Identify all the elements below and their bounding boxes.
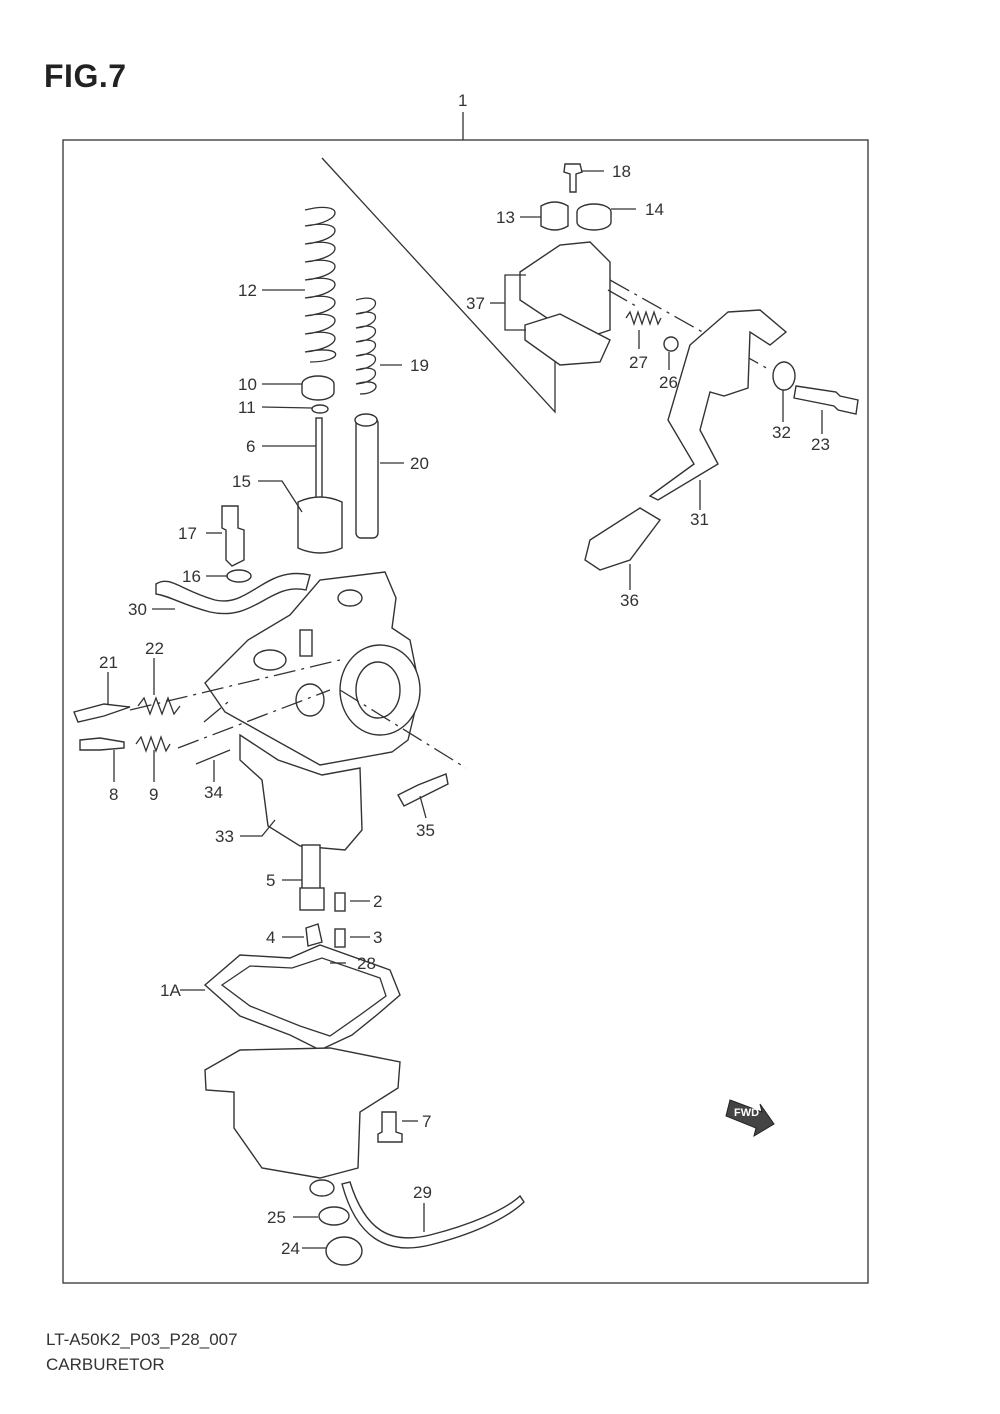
lever-bolt	[793, 385, 859, 415]
lever-collar	[540, 201, 569, 231]
lever-bushing	[772, 361, 796, 391]
callout-4: 4	[266, 928, 275, 947]
callout-22: 22	[145, 639, 164, 658]
callout-2: 2	[373, 892, 382, 911]
vent-hose	[155, 572, 311, 615]
forward-arrow-badge: FWD	[725, 1099, 775, 1138]
throttle-stop-screw	[79, 737, 125, 751]
spring-seat-base	[301, 384, 335, 401]
throttle-lever-bracket	[519, 241, 611, 341]
callout-34: 34	[204, 783, 223, 802]
callout-25: 25	[267, 1208, 286, 1227]
callout-3: 3	[373, 928, 382, 947]
carburetor-body	[204, 571, 421, 851]
callout-26: 26	[659, 373, 678, 392]
group-bracket-line	[321, 157, 556, 414]
bracket-gasket	[524, 313, 611, 366]
lever-spring	[625, 309, 662, 327]
callout-36: 36	[620, 591, 639, 610]
needle-jet	[301, 844, 321, 891]
float-chamber-gasket	[203, 944, 401, 1051]
callout-6: 6	[246, 437, 255, 456]
assembly-frame	[62, 139, 869, 1284]
fitting-washer	[226, 569, 252, 583]
callout-14: 14	[645, 200, 664, 219]
callout-18: 18	[612, 162, 631, 181]
callout-11: 11	[238, 398, 256, 417]
drain-plug	[325, 1236, 363, 1266]
pilot-screw-spring	[137, 696, 181, 716]
float-pin	[195, 749, 231, 765]
throttle-stop-spring	[135, 735, 171, 753]
pilot-jet	[334, 892, 346, 912]
callout-10: 10	[238, 375, 257, 394]
callout-12: 12	[238, 281, 257, 300]
throttle-valve	[297, 496, 343, 554]
float-chamber	[204, 1047, 401, 1179]
chamber-screw	[377, 1111, 403, 1143]
callout-16: 16	[182, 567, 201, 586]
vent-fitting	[221, 505, 245, 567]
callout-33: 33	[215, 827, 234, 846]
throttle-lever	[648, 309, 788, 501]
carb-lower-body	[239, 733, 363, 851]
callout-labels: 1 1A 2 3 4 5 6 7 8 9 10 11 12 13 14 15 1…	[99, 91, 830, 1258]
callout-30: 30	[128, 600, 147, 619]
callout-31: 31	[690, 510, 709, 529]
spring-large	[304, 206, 337, 363]
callout-1a: 1A	[160, 981, 181, 1000]
callout-23: 23	[811, 435, 830, 454]
lever-ball	[663, 336, 679, 352]
callout-1: 1	[458, 91, 467, 110]
callout-13: 13	[496, 208, 515, 227]
main-jet	[334, 928, 346, 948]
callout-27: 27	[629, 353, 648, 372]
pilot-screw	[73, 703, 131, 723]
callout-5: 5	[266, 871, 275, 890]
callout-21: 21	[99, 653, 118, 672]
fwd-label: FWD	[734, 1107, 759, 1119]
callout-15: 15	[232, 472, 251, 491]
part-group-caption: CARBURETOR	[46, 1355, 165, 1374]
callout-29: 29	[413, 1183, 432, 1202]
callout-19: 19	[410, 356, 429, 375]
callout-35: 35	[416, 821, 435, 840]
callout-9: 9	[149, 785, 158, 804]
callout-37: 37	[466, 294, 485, 313]
callout-20: 20	[410, 454, 429, 473]
model-code-caption: LT-A50K2_P03_P28_007	[46, 1330, 238, 1349]
drain-o-ring	[318, 1206, 350, 1226]
lever-screw	[563, 163, 583, 193]
callout-17: 17	[178, 524, 197, 543]
choke-plunger	[355, 417, 379, 539]
mount-screw	[397, 773, 449, 807]
callout-leaders	[107, 170, 823, 1249]
spring-small	[355, 297, 377, 395]
needle-clip	[311, 404, 329, 414]
jet-washer	[305, 923, 323, 947]
lever-cover	[584, 507, 662, 571]
jet-needle	[315, 417, 323, 504]
callout-32: 32	[772, 423, 791, 442]
callout-28: 28	[357, 954, 376, 973]
figure-title: FIG.7	[44, 58, 127, 94]
callout-7: 7	[422, 1112, 431, 1131]
drain-hose	[341, 1181, 525, 1249]
callout-24: 24	[281, 1239, 300, 1258]
callout-8: 8	[109, 785, 118, 804]
